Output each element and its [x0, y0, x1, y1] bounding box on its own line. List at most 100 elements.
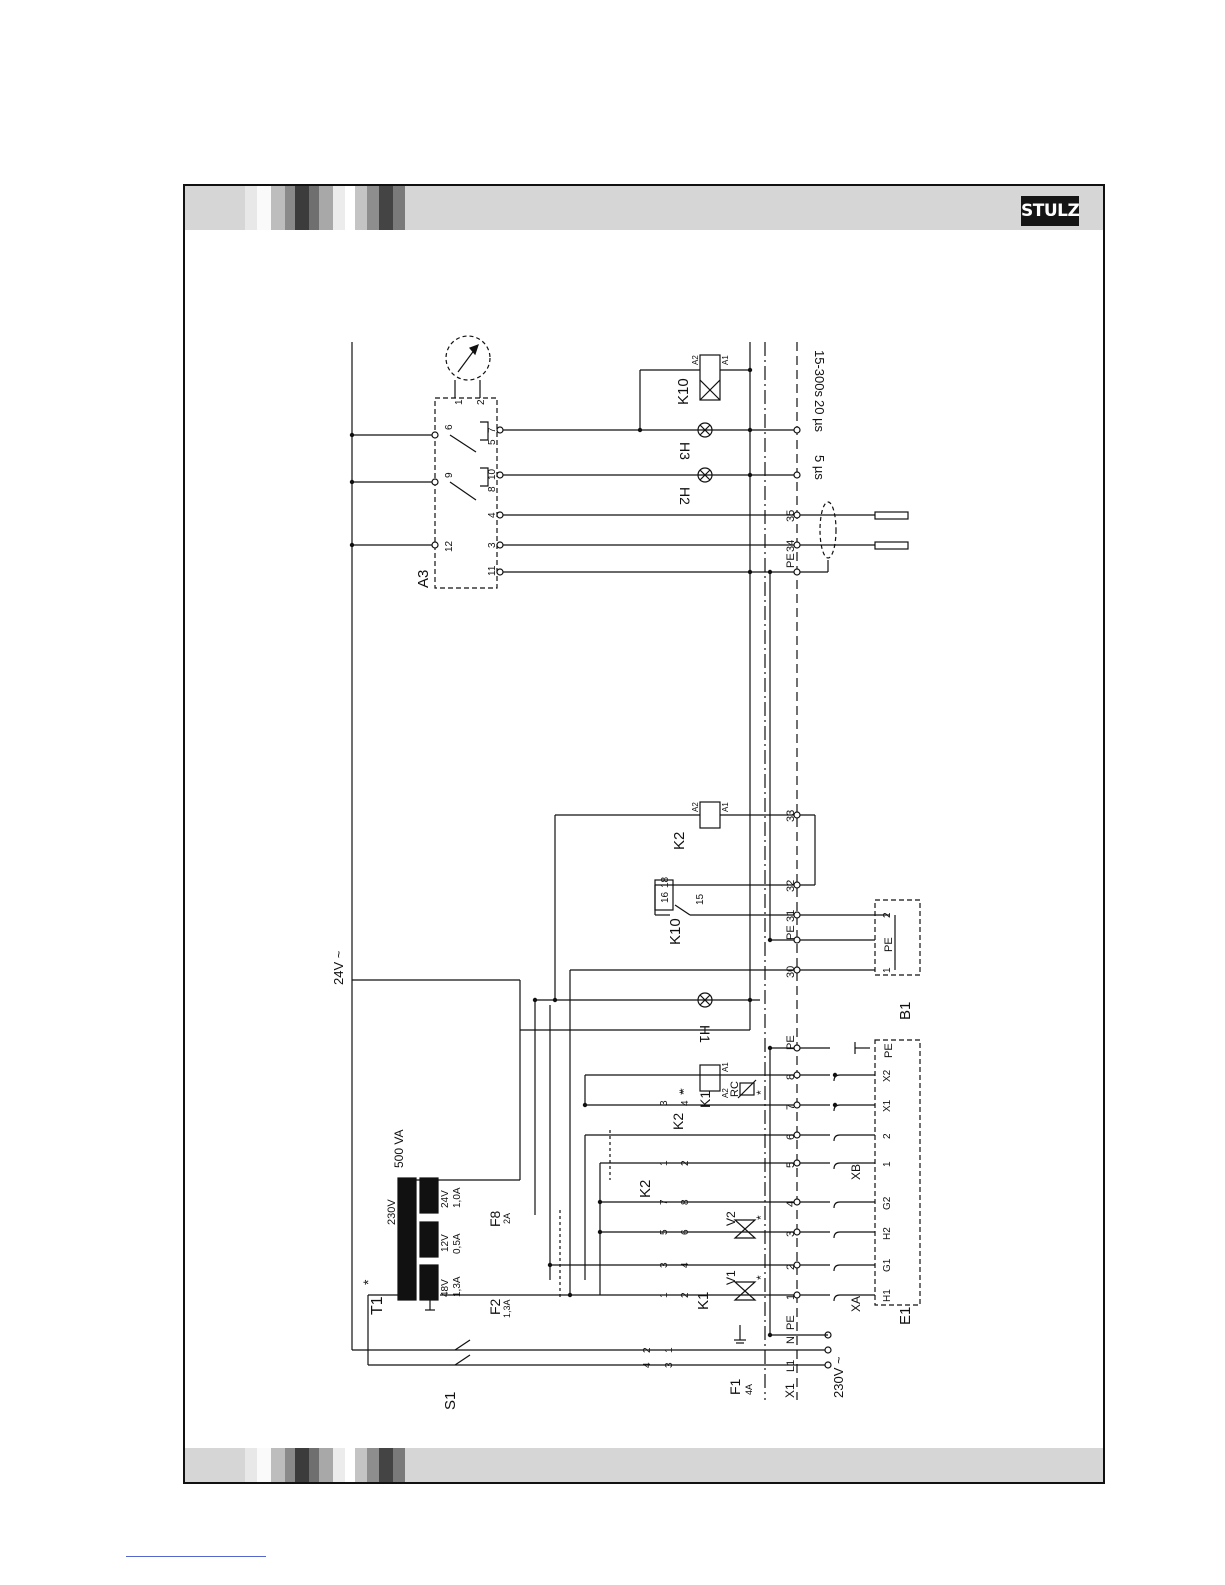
b1-term: 2 [882, 912, 893, 918]
label-s1: S1 [442, 1392, 459, 1410]
label-rc-star: * [754, 1090, 768, 1095]
label-f2a: 1,3A [502, 1299, 512, 1318]
a3-term: 1 [454, 399, 465, 405]
a3-term: 7 [487, 427, 498, 433]
label-230v: 230V ~ [831, 1356, 846, 1398]
label-v2-star: * [754, 1215, 768, 1220]
label-pe-b1: PE [883, 937, 895, 952]
contact-num: 2 [680, 1160, 691, 1166]
a3-term: 10 [487, 468, 498, 480]
footer-band [185, 1448, 1103, 1482]
k10-coil [699, 354, 721, 401]
label-k1: K1 [695, 1292, 712, 1310]
probe-35 [874, 511, 909, 520]
label-tap24: 24V [440, 1190, 451, 1208]
lamp-h2-icon [697, 467, 713, 483]
a3-term: 6 [444, 424, 455, 430]
label-x1: X1 [783, 1383, 797, 1398]
term-num: 34 [785, 540, 797, 552]
term-num: 30 [785, 966, 797, 978]
term-num: 32 [785, 880, 797, 892]
term-num: 33 [785, 810, 797, 822]
label-f1: F1 [727, 1378, 743, 1395]
contact-num: 6 [680, 1229, 691, 1235]
junction-dots [349, 367, 838, 1338]
tap-12v [419, 1221, 439, 1258]
label-k2-a2: A2 [691, 802, 700, 812]
term-num: 3 [785, 1231, 797, 1237]
label-pe-x1: PE [785, 1315, 797, 1330]
label-a3: A3 [415, 570, 432, 588]
label-tap12a: 0,5A [452, 1233, 463, 1254]
a3-term: 4 [487, 512, 498, 518]
valve-v2-icon [733, 1219, 757, 1239]
label-h3: H3 [677, 442, 693, 460]
term-num: 35 [785, 510, 797, 522]
header-stripes [185, 186, 415, 230]
pressure-gauge-icon [445, 335, 491, 381]
label-pe-30: PE [785, 925, 797, 940]
e1-term: X2 [882, 1069, 893, 1082]
label-time-20us: 20 µs [812, 400, 827, 433]
e1-box [874, 1039, 921, 1306]
label-pe-a3: PE [785, 553, 797, 568]
label-k1-a2: A2 [721, 1088, 730, 1098]
rc-suppressor-icon [737, 1079, 757, 1099]
b1-box [874, 899, 921, 976]
e1-term: X1 [882, 1099, 893, 1112]
k1-coil [699, 1064, 721, 1092]
label-time-5us: 5 µs [812, 455, 827, 480]
lamp-h3-icon [697, 422, 713, 438]
contact-num: 3 [659, 1100, 670, 1106]
term-num: 1 [785, 1294, 797, 1300]
label-k2-star: * [677, 1090, 691, 1095]
e1-term: 2 [882, 1133, 893, 1139]
contact-num: 1 [659, 1160, 670, 1166]
e1-term: G1 [882, 1258, 893, 1272]
label-xa: XA [849, 1296, 863, 1312]
a3-term: 3 [487, 542, 498, 548]
label-primary: 230V [386, 1199, 398, 1225]
header-band: STULZ [185, 186, 1103, 230]
a3-term: 12 [444, 540, 455, 552]
k10-term: 16 [660, 891, 671, 903]
label-k2-coil: K2 [671, 832, 688, 850]
a3-term: 9 [444, 472, 455, 478]
label-v2: V2 [724, 1211, 738, 1226]
label-k10-coil: K10 [675, 378, 692, 405]
ground-icon [734, 1325, 746, 1344]
label-k10-a2: A2 [691, 355, 700, 365]
k10-term: 18 [660, 876, 671, 888]
label-24v: 24V ~ [331, 950, 346, 985]
a3-term: 2 [476, 399, 487, 405]
a3-term: 11 [487, 565, 498, 576]
term-num: 7 [785, 1104, 797, 1110]
probe-34 [874, 541, 909, 550]
term-num: 5 [785, 1162, 797, 1168]
term-num: 2 [785, 1264, 797, 1270]
label-tap12: 12V [440, 1234, 451, 1252]
k10-contact-box [654, 879, 674, 911]
contact-num: 5 [659, 1229, 670, 1235]
transformer-core [397, 1177, 417, 1301]
contact-num: 8 [680, 1199, 691, 1205]
term-num: 4 [785, 1201, 797, 1207]
contact-num: 7 [659, 1199, 670, 1205]
label-b1: B1 [897, 1002, 914, 1020]
tap-24v [419, 1177, 439, 1214]
contact-num: 1 [664, 1347, 675, 1353]
label-tap48: 48V [440, 1279, 451, 1297]
label-k1-a1: A1 [721, 1062, 730, 1072]
e1-term: G2 [882, 1196, 893, 1210]
e1-term: H1 [882, 1289, 893, 1302]
label-k10-a1: A1 [721, 355, 730, 365]
label-t1: T1 [369, 1296, 386, 1315]
k2-coil [699, 801, 721, 829]
label-500va: 500 VA [392, 1130, 406, 1168]
a3-term: 8 [487, 486, 498, 492]
label-e1: E1 [897, 1307, 914, 1325]
label-f8a: 2A [502, 1213, 512, 1224]
label-pe-e1: PE [883, 1043, 895, 1058]
contact-num: 1 [659, 1292, 670, 1298]
label-xb: XB [849, 1164, 863, 1180]
